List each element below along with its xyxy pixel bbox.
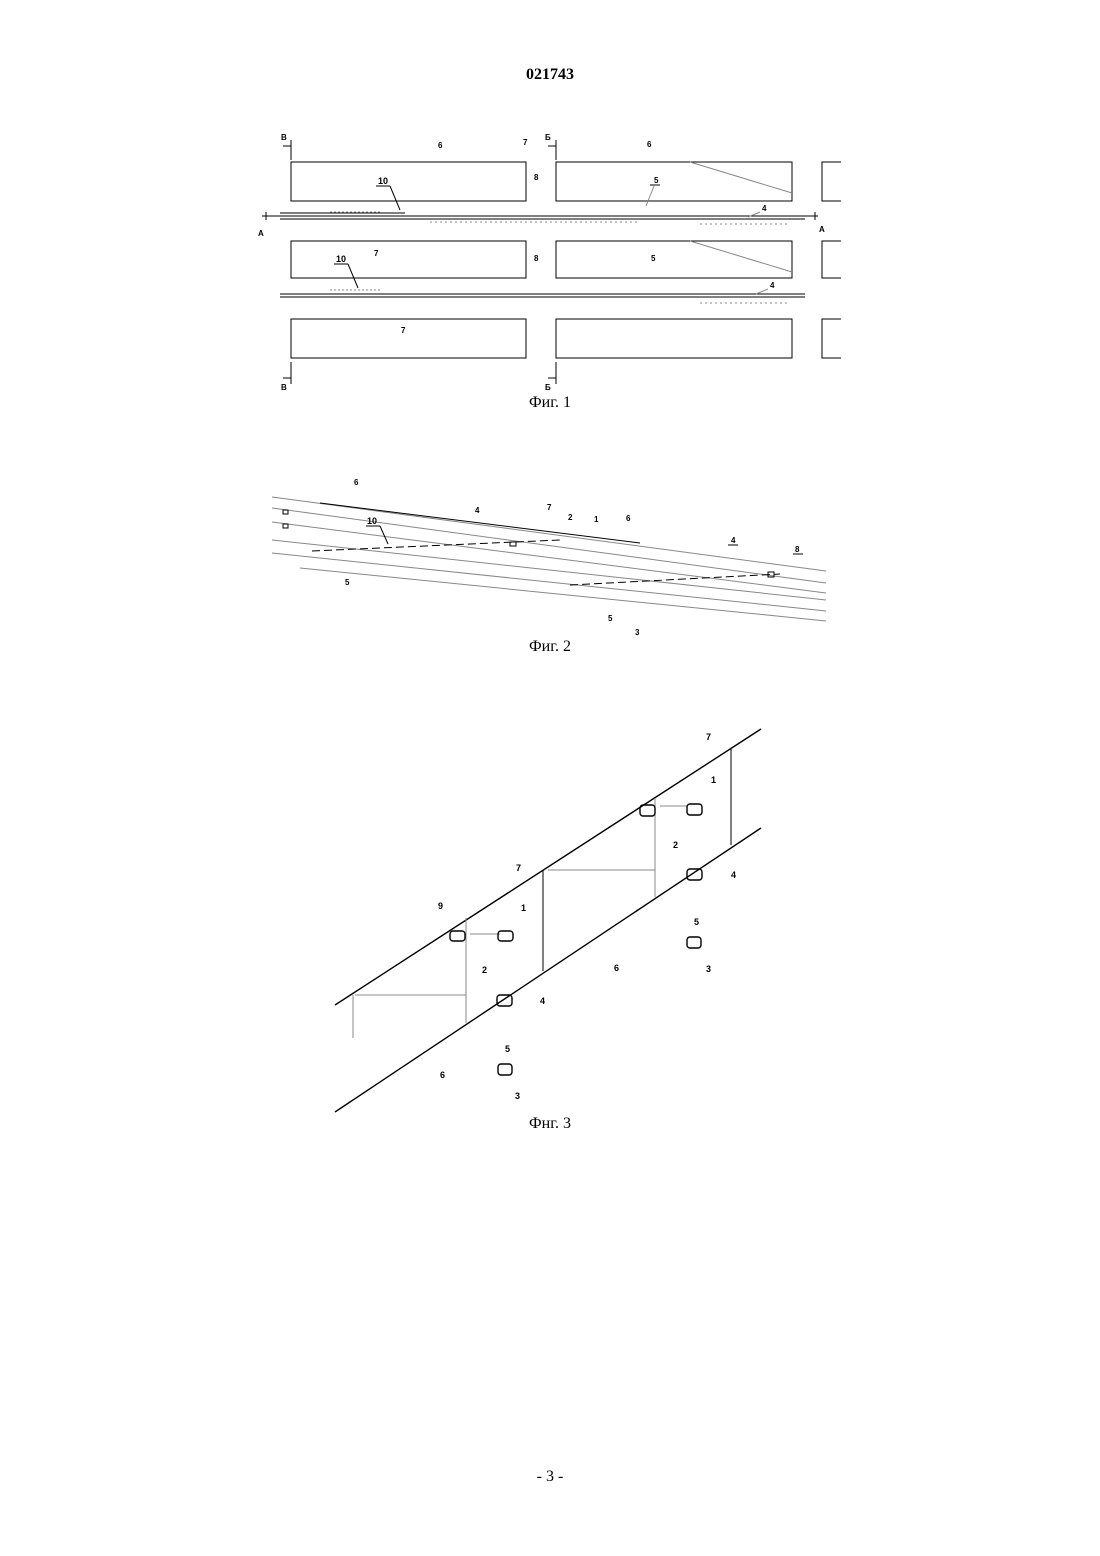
label-5: 5: [505, 1044, 510, 1054]
label-6: 6: [614, 963, 619, 973]
label-7: 7: [516, 863, 521, 873]
label-1: 1: [711, 775, 716, 785]
label-2: 2: [482, 965, 487, 975]
label-1: 1: [521, 903, 526, 913]
label-9: 9: [438, 901, 443, 911]
label-6: 6: [440, 1070, 445, 1080]
label-4: 4: [540, 996, 545, 1006]
label-4: 4: [731, 870, 736, 880]
label-3: 3: [706, 964, 711, 974]
label-3: 3: [515, 1091, 520, 1101]
page-footer: - 3 -: [0, 1468, 1100, 1486]
label-7: 7: [706, 732, 711, 742]
label-2: 2: [673, 840, 678, 850]
figure-3-caption: Фнг. 3: [0, 1115, 1100, 1133]
label-5: 5: [694, 917, 699, 927]
figure-3-drawing: 7 1 2 4 5 3 6 7 9 1 2 4 5 6 3: [0, 0, 1100, 1140]
